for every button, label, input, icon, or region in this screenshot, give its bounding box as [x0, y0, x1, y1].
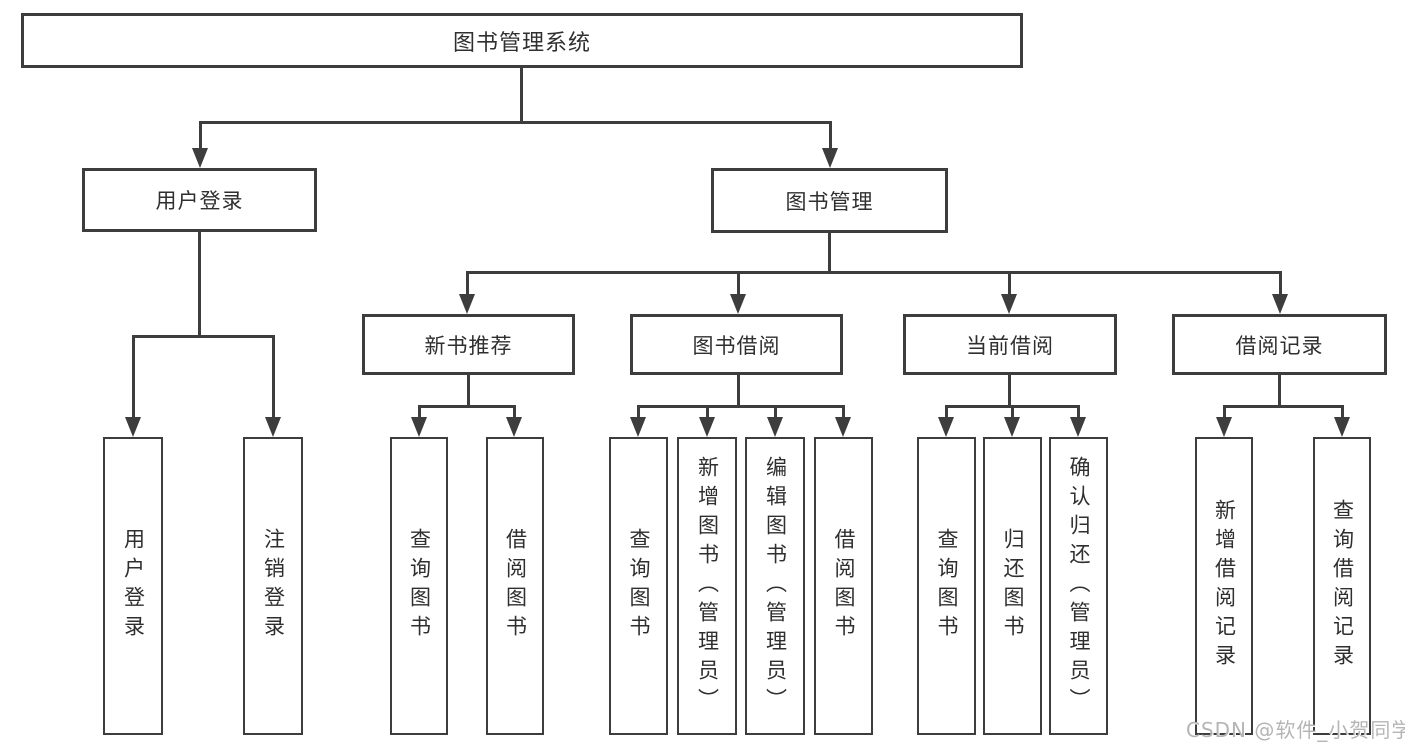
- node-label: 图书管理: [785, 189, 874, 214]
- arrowhead-down-icon: [630, 417, 646, 437]
- connector-line: [132, 335, 275, 338]
- connector-line: [513, 405, 516, 420]
- leaf-user-login: 用户登录: [103, 437, 163, 735]
- node-current-borrow: 当前借阅: [903, 314, 1117, 375]
- leaf-label: 编辑图书（管理员）: [763, 455, 788, 717]
- arrowhead-down-icon: [506, 417, 522, 437]
- leaf-add-borrow-record: 新增借阅记录: [1195, 437, 1253, 735]
- connector-line: [1008, 271, 1011, 297]
- connector-line: [418, 405, 421, 420]
- leaf-logout: 注销登录: [243, 437, 303, 735]
- leaf-borrow-books: 借阅图书: [814, 437, 873, 735]
- connector-line: [1008, 373, 1011, 407]
- leaf-edit-books-admin: 编辑图书（管理员）: [745, 437, 805, 735]
- arrowhead-down-icon: [1070, 417, 1086, 437]
- leaf-label: 用户登录: [121, 528, 146, 644]
- connector-line: [1223, 405, 1344, 408]
- arrowhead-down-icon: [938, 417, 954, 437]
- arrowhead-down-icon: [192, 148, 208, 168]
- leaf-label: 借阅图书: [503, 528, 528, 644]
- arrowhead-down-icon: [699, 417, 715, 437]
- arrowhead-down-icon: [1216, 417, 1232, 437]
- arrowhead-down-icon: [125, 417, 141, 437]
- arrowhead-down-icon: [1001, 294, 1017, 314]
- leaf-label: 归还图书: [1001, 528, 1025, 644]
- node-library-management-system: 图书管理系统: [21, 13, 1023, 68]
- connector-line: [1279, 271, 1282, 297]
- connector-line: [737, 271, 740, 297]
- connector-line: [637, 405, 640, 420]
- connector-line: [1341, 405, 1344, 420]
- leaf-label: 查询图书: [935, 528, 959, 644]
- leaf-label: 新增图书（管理员）: [695, 455, 720, 717]
- connector-line: [706, 405, 709, 420]
- leaf-query-borrow-record: 查询借阅记录: [1313, 437, 1371, 735]
- arrowhead-down-icon: [459, 294, 475, 314]
- node-label: 用户登录: [155, 189, 244, 213]
- connector-line: [466, 271, 469, 297]
- connector-line: [737, 373, 740, 407]
- arrowhead-down-icon: [1272, 294, 1288, 314]
- connector-line: [829, 121, 832, 151]
- arrowhead-down-icon: [822, 148, 838, 168]
- leaf-borrow-books-recommend: 借阅图书: [486, 437, 544, 735]
- node-book-borrow: 图书借阅: [630, 314, 843, 375]
- connector-line: [1011, 405, 1014, 420]
- leaf-query-books-current: 查询图书: [917, 437, 976, 735]
- arrowhead-down-icon: [411, 417, 427, 437]
- arrowhead-down-icon: [265, 417, 281, 437]
- connector-line: [199, 121, 831, 124]
- connector-line: [418, 405, 516, 408]
- arrowhead-down-icon: [1004, 417, 1020, 437]
- node-label: 图书管理系统: [452, 30, 591, 56]
- connector-line: [467, 373, 470, 407]
- connector-line: [1278, 373, 1281, 407]
- connector-line: [199, 121, 202, 151]
- connector-line: [945, 405, 948, 420]
- node-label: 当前借阅: [966, 333, 1054, 358]
- connector-line: [272, 335, 275, 420]
- connector-line: [637, 405, 845, 408]
- leaf-label: 查询图书: [407, 528, 432, 644]
- connector-line: [1223, 405, 1226, 420]
- connector-line: [520, 66, 523, 123]
- leaf-query-books-recommend: 查询图书: [390, 437, 448, 735]
- node-user-login: 用户登录: [82, 168, 317, 232]
- leaf-return-books: 归还图书: [983, 437, 1042, 735]
- arrowhead-down-icon: [730, 294, 746, 314]
- leaf-confirm-return-admin: 确认归还（管理员）: [1049, 437, 1108, 735]
- arrowhead-down-icon: [767, 417, 783, 437]
- leaf-add-books-admin: 新增图书（管理员）: [677, 437, 737, 735]
- connector-line: [466, 271, 1281, 274]
- connector-line: [828, 230, 831, 273]
- leaf-label: 注销登录: [261, 528, 286, 644]
- leaf-label: 新增借阅记录: [1212, 499, 1237, 673]
- leaf-label: 查询借阅记录: [1330, 499, 1355, 673]
- node-borrow-records: 借阅记录: [1172, 314, 1387, 375]
- connector-line: [774, 405, 777, 420]
- connector-line: [198, 230, 201, 337]
- node-new-book-recommend: 新书推荐: [362, 314, 575, 375]
- connector-line: [1077, 405, 1080, 420]
- node-book-management: 图书管理: [711, 168, 948, 233]
- arrowhead-down-icon: [835, 417, 851, 437]
- csdn-watermark: CSDN @软件_小贺同学: [1186, 718, 1405, 742]
- leaf-label: 借阅图书: [832, 528, 856, 644]
- connector-line: [842, 405, 845, 420]
- node-label: 借阅记录: [1235, 333, 1324, 358]
- leaf-label: 查询图书: [627, 528, 651, 644]
- node-label: 图书借阅: [692, 333, 781, 358]
- connector-line: [132, 335, 135, 420]
- leaf-query-books-borrow: 查询图书: [609, 437, 668, 735]
- arrowhead-down-icon: [1334, 417, 1350, 437]
- node-label: 新书推荐: [424, 333, 513, 358]
- leaf-label: 确认归还（管理员）: [1067, 455, 1091, 717]
